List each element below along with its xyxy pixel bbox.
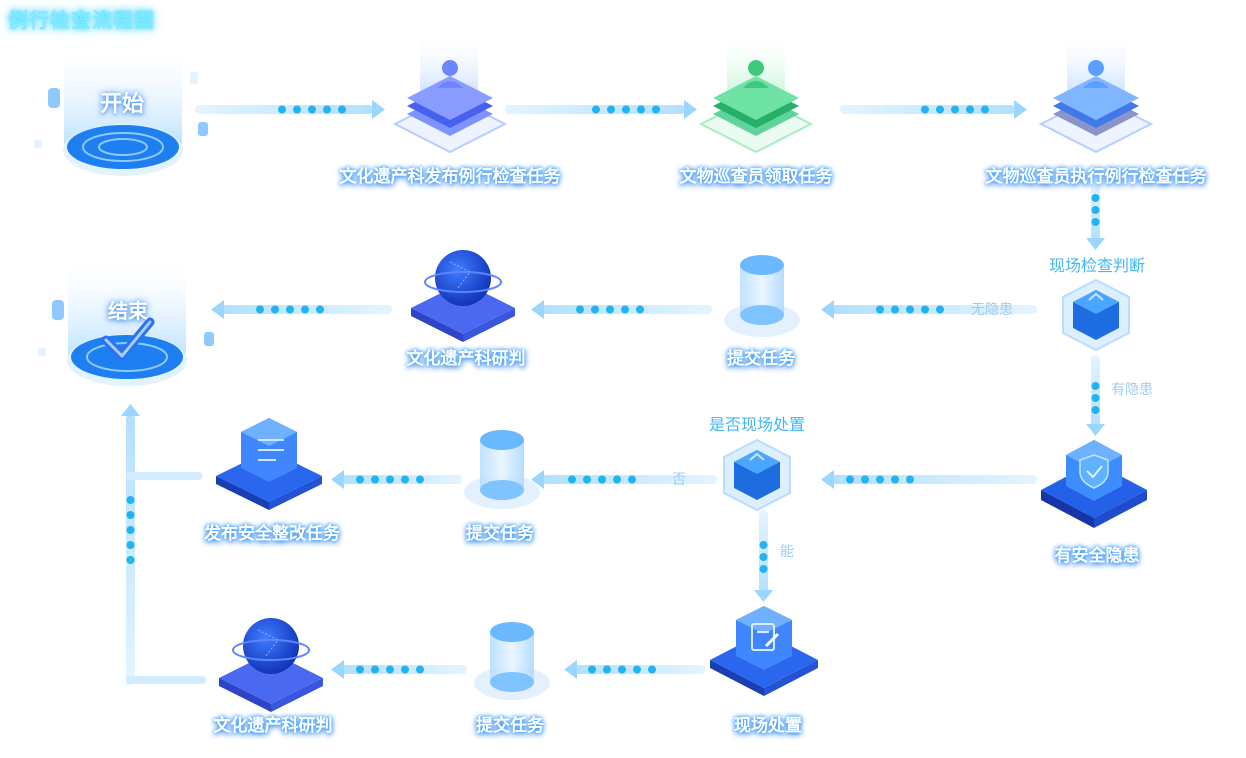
- list-icon: [258, 439, 284, 461]
- onsite-node-icon: [710, 606, 818, 696]
- submit2-label: 提交任务: [466, 524, 534, 544]
- chevron-icon: [749, 452, 765, 461]
- edge-label-no-hazard: 无隐患: [971, 302, 1013, 318]
- execute-node-icon: [1038, 30, 1154, 154]
- page-title: 例行检查流程图: [8, 8, 155, 32]
- person-icon: [442, 60, 458, 76]
- review1-node-icon: [411, 250, 515, 342]
- connector-judge-hazard: [1086, 355, 1105, 436]
- connector-decide-submit2: [531, 470, 717, 489]
- connector-publish-receive: [505, 100, 697, 119]
- connector-hazard-decide: [821, 470, 1037, 489]
- receive-node-icon: [698, 30, 814, 154]
- connector-submit3-review2: [331, 660, 467, 679]
- globe-icon: [435, 250, 491, 306]
- person-icon: [748, 60, 764, 76]
- connector-return-to-end: [121, 404, 206, 685]
- decide-node-icon: [723, 438, 791, 512]
- onsite-label: 现场处置: [734, 716, 802, 736]
- rectify-node-icon: [216, 418, 322, 510]
- review2-node-icon: [219, 618, 323, 712]
- receive-label: 文物巡查员领取任务: [679, 167, 833, 187]
- submit3-label: 提交任务: [476, 716, 544, 736]
- connector-receive-execute: [840, 100, 1027, 119]
- hazard-node-icon: [1041, 440, 1147, 528]
- connector-submit2-rectify: [331, 470, 462, 489]
- publish-label: 文化遗产科发布例行检查任务: [339, 167, 561, 187]
- decide-label: 是否现场处置: [708, 415, 806, 434]
- submit1-node-icon: [724, 255, 800, 337]
- edge-label-no: 否: [672, 472, 686, 488]
- submit2-node-icon: [464, 430, 540, 509]
- judge-label: 现场检查判断: [1048, 256, 1146, 275]
- shield-icon: [1079, 454, 1109, 489]
- connector-decide-onsite: [754, 510, 773, 602]
- submit1-label: 提交任务: [727, 349, 795, 369]
- start-node: [34, 52, 208, 176]
- connector-judge-submit1: [821, 300, 1037, 319]
- connector-review1-end: [211, 300, 392, 319]
- review1-label: 文化遗产科研判: [406, 349, 526, 369]
- globe-icon: [243, 618, 299, 674]
- connector-start-publish: [195, 100, 385, 119]
- end-label: 结束: [108, 299, 148, 323]
- rectify-label: 发布安全整改任务: [204, 524, 340, 544]
- edge-label-has-hazard: 有隐患: [1111, 382, 1153, 398]
- connector-execute-judge: [1086, 185, 1105, 250]
- hazard-label: 有安全隐患: [1054, 546, 1140, 566]
- submit3-node-icon: [474, 622, 550, 700]
- connector-onsite-submit3: [564, 660, 705, 679]
- person-icon: [1088, 60, 1104, 76]
- connector-submit1-review1: [531, 300, 712, 319]
- start-label: 开始: [99, 92, 145, 117]
- publish-node-icon: [392, 30, 508, 154]
- chevron-icon: [1088, 292, 1104, 301]
- edge-label-yes: 能: [780, 544, 794, 560]
- review2-label: 文化遗产科研判: [213, 716, 333, 736]
- end-node: [38, 264, 214, 386]
- judge-node-icon: [1062, 278, 1130, 352]
- execute-label: 文物巡查员执行例行检查任务: [985, 167, 1207, 187]
